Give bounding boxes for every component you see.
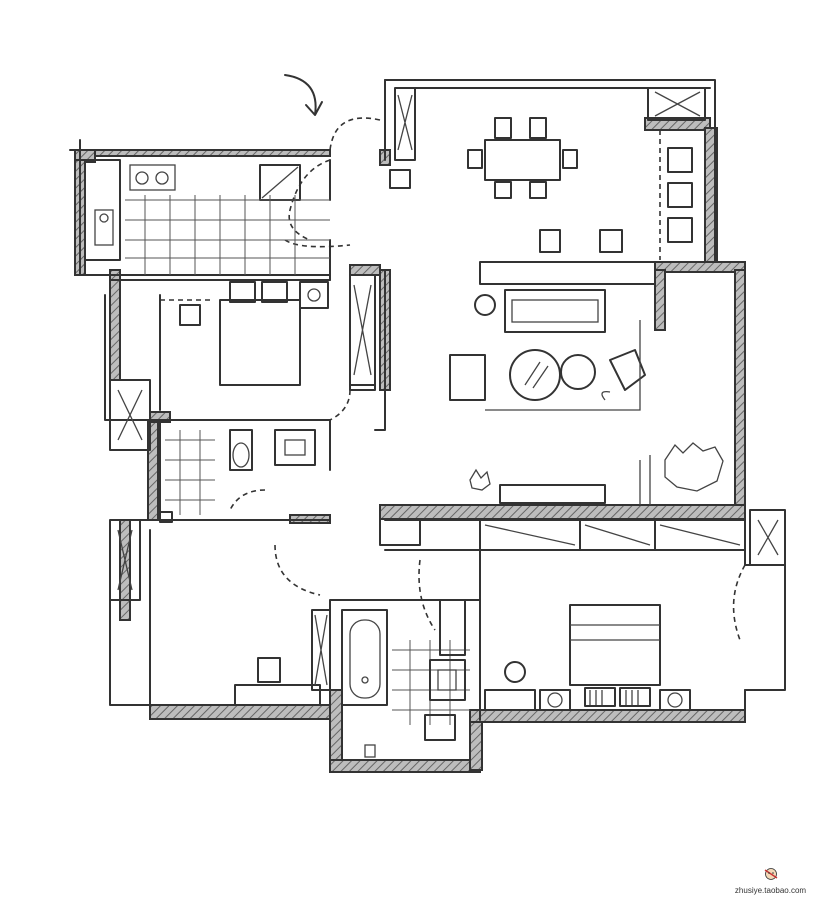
- watermark: zhusiye.taobao.com: [728, 866, 813, 896]
- bathroom-small: [159, 429, 316, 523]
- bedroom-left-lower: [234, 609, 331, 706]
- mascot-logo-icon: [764, 868, 777, 880]
- bedroom-master: [484, 604, 691, 711]
- bedroom-left-upper: [160, 281, 329, 386]
- bathroom-main: [341, 599, 470, 758]
- kitchen: [84, 159, 330, 275]
- dining-set: [389, 117, 693, 253]
- room-outlines: [69, 79, 786, 721]
- door-swings: [229, 74, 746, 641]
- watermark-text: zhusiye.taobao.com: [728, 886, 813, 896]
- living-room: [449, 261, 724, 505]
